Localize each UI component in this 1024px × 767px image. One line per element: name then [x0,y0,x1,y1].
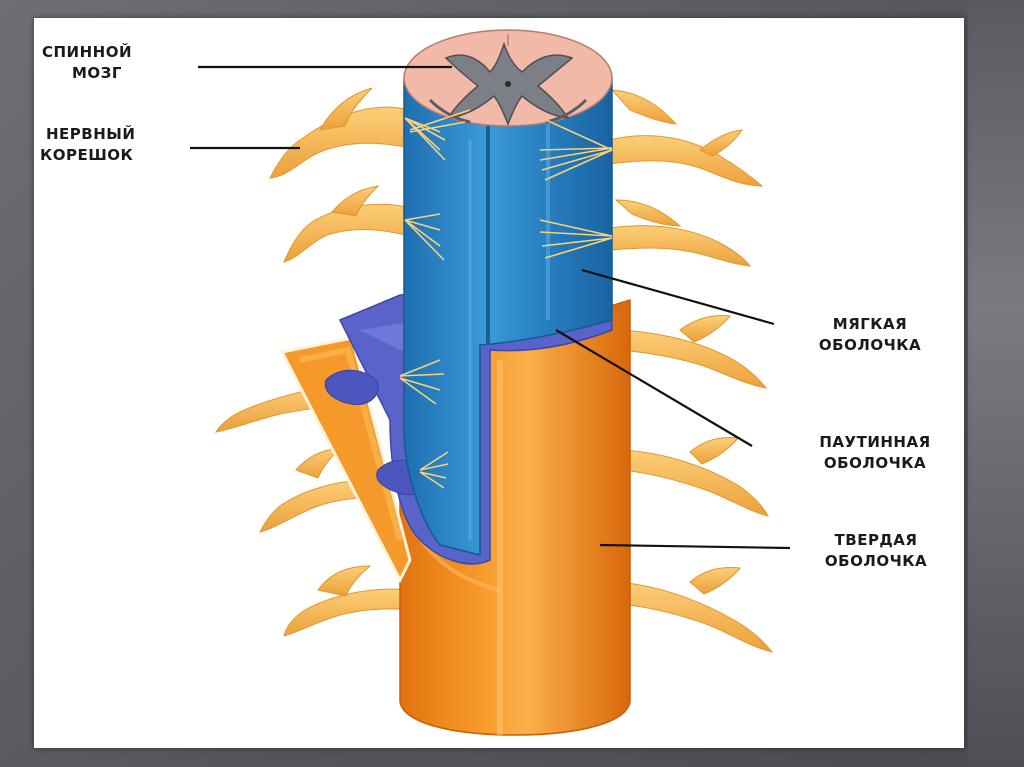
leader-pia-mater [581,268,775,326]
leader-arachnoid [555,329,753,447]
label-nerve-root-line1: НЕРВНЫЙ [46,125,136,143]
spinal-cord-cross-section [403,29,613,127]
nerve-right-5 [617,581,774,653]
label-pia-mater: МЯГКАЯ ОБОЛОЧКА [790,314,950,356]
label-nerve-root-line2: КОРЕШОК [40,146,134,164]
nerve-right-1 [609,135,764,187]
nerve-right-4 [619,449,769,517]
label-dura-mater-line2: ОБОЛОЧКА [824,552,928,570]
nerve-right-4b [689,437,739,465]
label-dura-mater: ТВЕРДАЯ ОБОЛОЧКА [796,530,956,572]
nerve-right-5b [689,567,741,595]
label-spinal-cord: СПИННОЙ МОЗГ [42,42,192,84]
nerve-right-2 [609,225,752,267]
label-pia-mater-line2: ОБОЛОЧКА [818,336,922,354]
nerve-right-3 [617,329,768,389]
nerve-left-2b [331,185,380,217]
nerve-right-2b [614,199,682,227]
label-pia-mater-line1: МЯГКАЯ [832,315,908,333]
label-spinal-cord-line1: СПИННОЙ [42,43,133,61]
leader-lines [190,65,791,550]
nerve-right-1c [699,129,744,157]
pia-mater [403,79,613,556]
label-spinal-cord-line2: МОЗГ [72,64,122,82]
label-nerve-root: НЕРВНЫЙ КОРЕШОК [40,124,190,166]
nerve-left-4 [259,479,367,533]
leader-dura-mater [599,543,791,550]
slide-frame-shadow [968,0,1024,767]
label-arachnoid: ПАУТИННАЯ ОБОЛОЧКА [790,432,960,474]
nerve-rootlets [399,109,613,489]
nerve-right-1b [610,89,678,125]
dura-flap [279,336,412,584]
nerve-left-5 [283,588,413,637]
label-arachnoid-line1: ПАУТИННАЯ [819,433,931,451]
nerve-right-3b [679,315,731,343]
label-arachnoid-line2: ОБОЛОЧКА [823,454,927,472]
nerve-left-5b [317,565,372,597]
nerve-left-1b [319,87,373,131]
label-dura-mater-line1: ТВЕРДАЯ [834,531,918,549]
spinal-nerves-right [609,89,774,653]
